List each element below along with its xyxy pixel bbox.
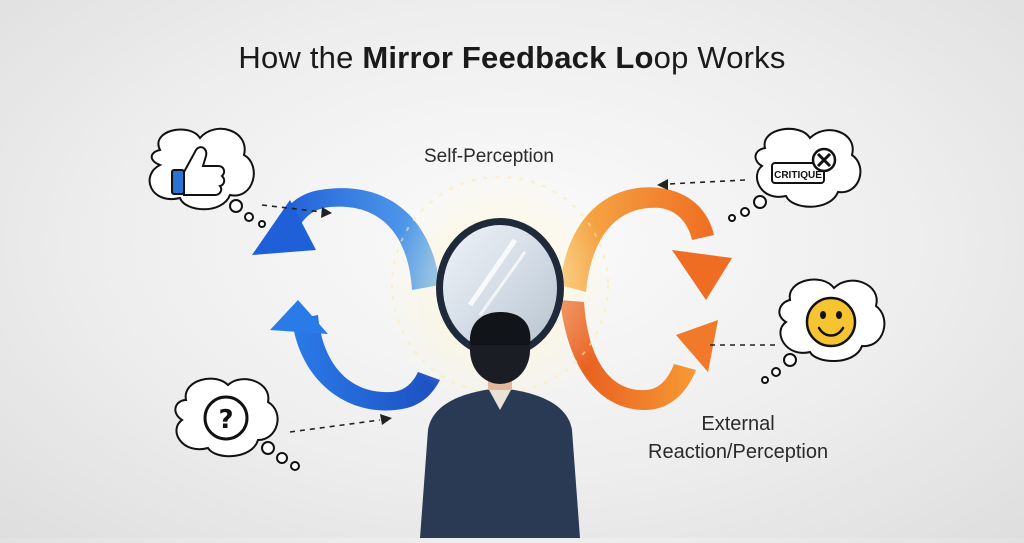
thought-bubble-thumbs-up [148,128,266,228]
thought-bubble-critique: CRITIQUE [728,128,862,222]
self-perception-label: Self-Perception [424,146,554,167]
blue-loop [252,188,440,411]
connectors [261,179,775,433]
critique-x-icon: CRITIQUE [771,147,837,184]
orange-loop-top-band [560,187,714,292]
orange-loop [560,187,732,410]
blue-loop-top-band [280,188,440,290]
person [420,312,580,538]
thought-bubble-question: ? [174,377,300,471]
blue-arrow-head-up [270,300,328,334]
external-reaction-label: External Reaction/Perception [648,410,828,466]
orange-loop-bottom-band [560,300,696,410]
title-prefix: How the [238,40,363,75]
person-suit [420,388,580,538]
title-suffix: op Works [653,40,786,75]
title-bold: Mirror Feedback Lo [362,40,654,75]
external-label-line2: Reaction/Perception [648,441,829,463]
smiley-face-icon [805,296,857,348]
orange-arrow-head-right [672,250,732,300]
diagram-title: How the Mirror Feedback Loop Works [0,40,1024,76]
thumbs-up-icon [171,146,226,196]
external-label-line1: External [701,413,775,435]
critique-text: CRITIQUE [774,170,822,181]
mirror [436,218,564,358]
question-mark-icon: ? [203,395,249,441]
thought-bubble-smiley [761,278,886,384]
orange-arrow-head-up [676,320,718,372]
question-mark-text: ? [218,405,233,435]
blue-arrow-head-left [252,200,316,255]
blue-loop-bottom-band [292,315,440,411]
